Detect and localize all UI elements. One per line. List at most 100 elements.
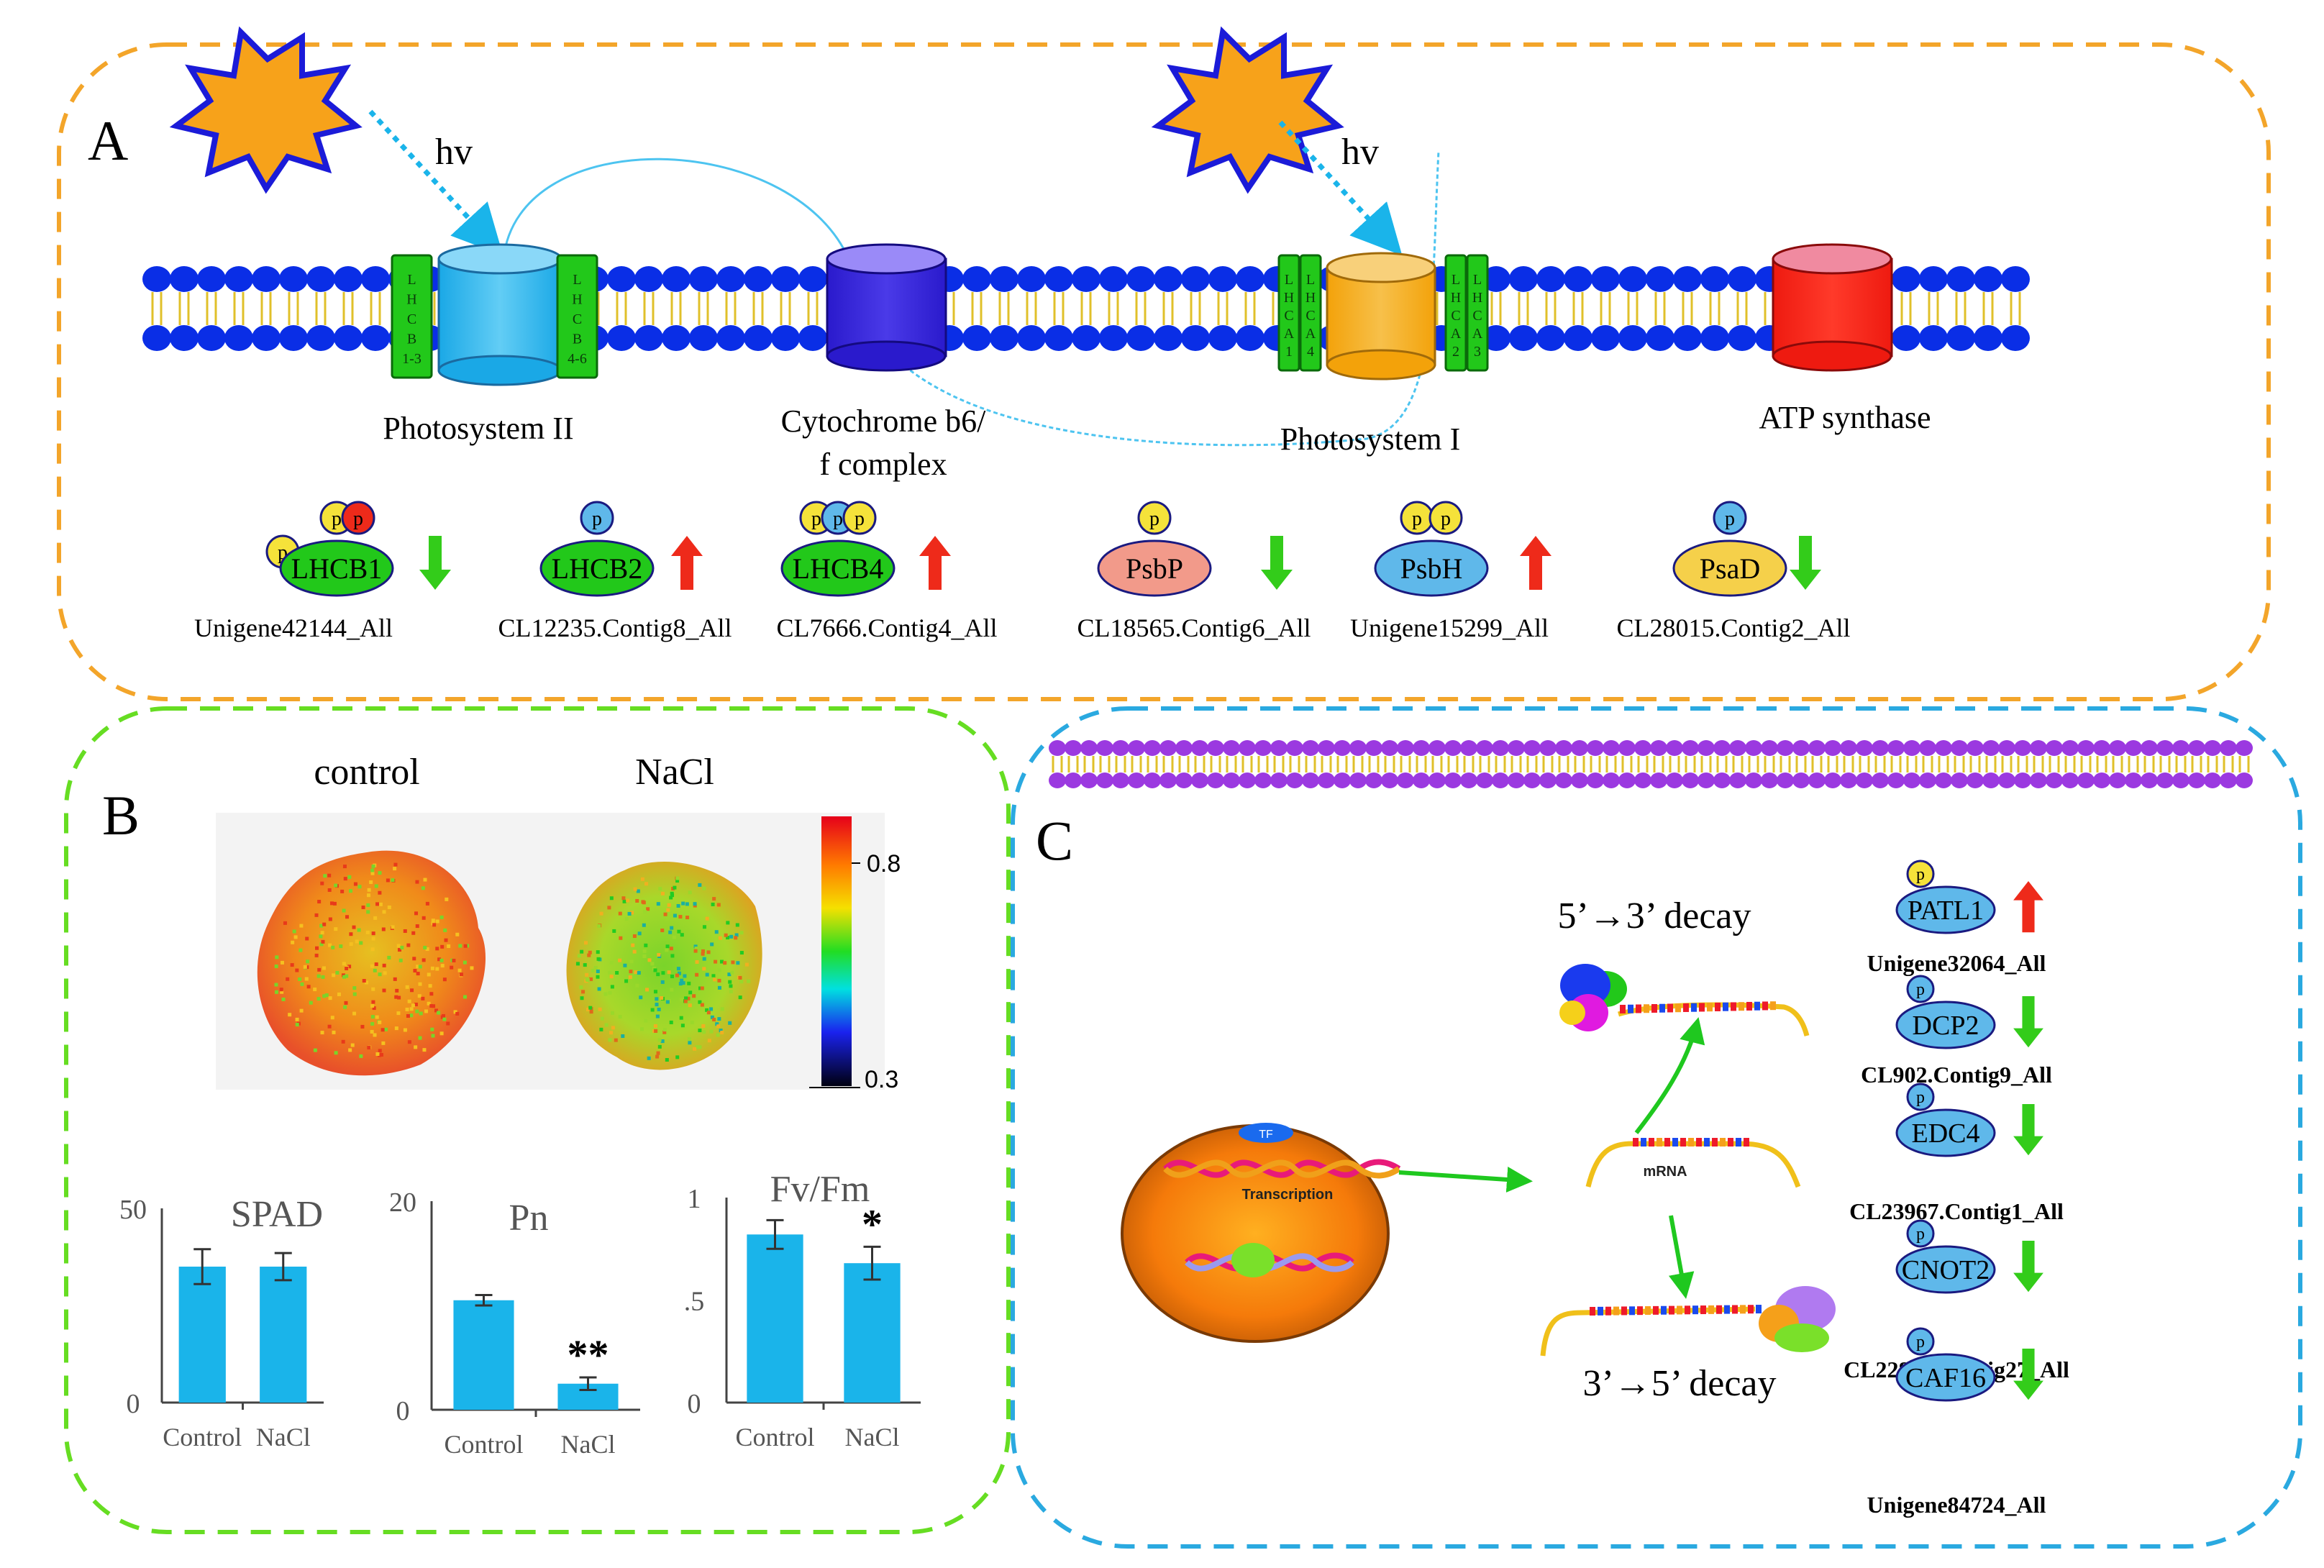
mrna-nucleotide [1644,1004,1649,1013]
speckle [710,1015,714,1019]
mrna-backbone [1540,1306,1756,1357]
lipid-head [1856,740,1873,756]
speckle [427,1001,431,1006]
speckle [373,1033,377,1037]
lipid-head [1154,325,1182,351]
speckle [585,972,589,977]
speckle [430,966,434,970]
speckle [394,1026,398,1031]
electron-flow-curve-2 [855,150,1440,447]
speckle [446,1021,450,1026]
speckle [421,886,425,890]
speckle [618,958,622,962]
light-arrow-left [368,109,503,256]
speckle [423,878,427,882]
lipid-head [1286,772,1303,788]
speckle [698,1000,702,1004]
speckle [407,999,411,1003]
speckle [687,1037,691,1041]
speckle [688,990,693,995]
colorbar-max-label: 0.8 [867,850,901,878]
speckle [675,973,679,977]
speckle [381,927,386,931]
speckle [379,1053,383,1057]
speckle [324,993,329,998]
lhcb-right-letter: 4-6 [568,351,587,367]
speckle [303,965,307,969]
lipid-head [1208,325,1237,351]
lipid-head [962,325,991,351]
speckle [400,945,404,949]
speckle [366,903,370,907]
speckle [378,890,382,895]
speckle [319,934,323,939]
speckle [670,954,675,958]
lipid-head [689,325,718,351]
lipid-head [1523,772,1541,788]
lipid-head [1072,266,1101,292]
lipid-head [1935,772,1952,788]
mrna-nucleotide [1645,1306,1651,1316]
speckle [716,903,721,907]
lipid-head [1974,266,2002,292]
speckle [676,967,680,971]
down-arrow-icon [1790,536,1821,590]
lipid-head [2204,772,2221,788]
speckle [705,1008,709,1012]
lipid-head [2156,772,2174,788]
speckle [429,1004,434,1008]
speckle [736,961,740,965]
bar [453,1300,514,1410]
mrna-nucleotide [1708,1305,1714,1314]
speckle [723,961,727,965]
lipid-head [1982,740,2000,756]
lipid-head [1840,772,1857,788]
speckle [370,964,374,968]
lipid-head [1523,740,1541,756]
speckle [428,984,432,988]
photosystem-i-label: Photosystem I [1280,421,1461,457]
speckle [653,1024,657,1028]
lipid-head [1460,740,1477,756]
lipid-head [1072,325,1101,351]
mrna-nucleotide [1598,1306,1603,1316]
lipid-head [1951,772,1968,788]
speckle [317,900,322,904]
speckle [607,906,611,910]
speckle [455,932,460,936]
speckle [644,1018,648,1023]
mrna-nucleotide [1723,1002,1728,1011]
lipid-head [716,266,745,292]
mrna-nucleotide [1724,1305,1730,1314]
speckle [381,1028,385,1032]
speckle [637,931,642,936]
speckle [281,997,286,1001]
lhca4-letter: C [1305,308,1315,324]
speckle [731,960,735,965]
speckle [729,984,733,988]
speckle [608,990,612,995]
lipid-head [1571,740,1588,756]
speckle [369,880,373,884]
protein-name: EDC4 [1912,1118,1980,1149]
speckle [398,948,402,952]
speckle [724,933,728,937]
speckle [430,1027,434,1031]
speckle [411,1003,415,1008]
lipid-head [689,266,718,292]
lipid-head [2125,740,2142,756]
speckle [343,1005,347,1009]
lipid-head [1126,325,1155,351]
lipid-head [2172,740,2189,756]
lipid-head [1444,772,1462,788]
speckle [618,911,622,916]
speckle [283,921,287,925]
lipid-head [1698,740,1715,756]
speckle [462,960,467,965]
lipid-head [1536,325,1565,351]
speckle [396,1011,401,1016]
speckle [374,884,378,888]
